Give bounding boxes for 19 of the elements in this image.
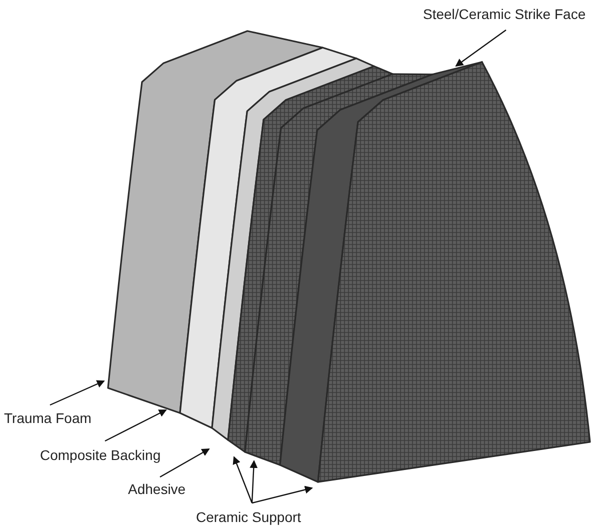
leader-line: [455, 30, 506, 67]
armor-layer-plate: [227, 65, 394, 453]
leader-line: [250, 460, 258, 504]
leader-line: [50, 380, 105, 406]
armor-layer-plate: [317, 61, 591, 483]
layer-label: Adhesive: [128, 481, 186, 497]
leader-line: [232, 456, 253, 504]
armor-layer-plate: [107, 30, 324, 414]
armor-layer-plate: [279, 61, 483, 483]
armor-layer-plate: [179, 46, 358, 429]
armor-layer-plate: [211, 58, 375, 441]
layer-label: Composite Backing: [40, 447, 161, 463]
layer-label: Trauma Foam: [4, 410, 92, 426]
leader-line: [104, 409, 167, 442]
armor-layer-plate: [244, 73, 434, 466]
leader-line: [252, 486, 313, 504]
layer-label: Steel/Ceramic Strike Face: [423, 6, 586, 22]
layer-label: Ceramic Support: [196, 509, 302, 525]
leader-line: [160, 448, 210, 478]
